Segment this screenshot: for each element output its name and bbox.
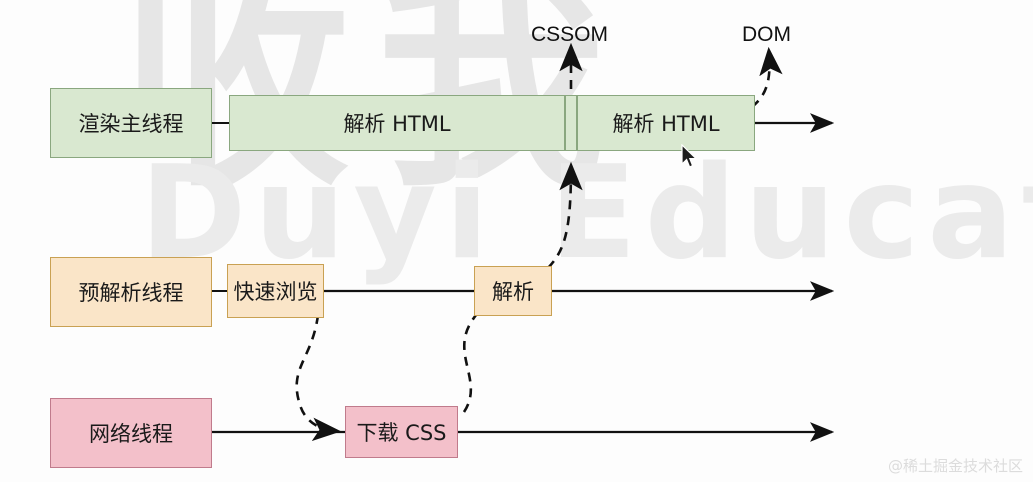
task-parse[interactable]: 解析 <box>474 266 552 316</box>
task-label: 解析 HTML <box>612 112 720 136</box>
task-parse-html-1[interactable]: 解析 HTML <box>229 95 565 151</box>
task-label: 快速浏览 <box>233 280 318 304</box>
lane-label-text: 渲染主线程 <box>78 112 184 136</box>
dashed-arrow-parse-to-main <box>547 161 583 269</box>
task-label: 下载 CSS <box>356 421 447 445</box>
dashed-arrow-download-to-parse <box>462 285 504 413</box>
lane-label-pre-parse-thread[interactable]: 预解析线程 <box>50 257 212 327</box>
lane-label-network-thread[interactable]: 网络线程 <box>50 398 212 468</box>
dashed-arrow-scan-to-download <box>295 314 342 441</box>
task-parse-html-2[interactable]: 解析 HTML <box>577 95 755 151</box>
lane-label-text: 网络线程 <box>89 422 173 446</box>
output-label-cssom: CSSOM <box>531 23 609 46</box>
task-label: 解析 HTML <box>343 112 451 136</box>
task-label: 解析 <box>492 280 534 304</box>
task-parse-html-gap[interactable] <box>565 95 577 151</box>
lane-label-text: 预解析线程 <box>78 281 184 305</box>
task-quick-scan[interactable]: 快速浏览 <box>227 264 324 318</box>
corner-watermark: @稀土掘金技术社区 <box>887 457 1023 475</box>
lane-label-render-main-thread[interactable]: 渲染主线程 <box>50 88 212 158</box>
task-download-css[interactable]: 下载 CSS <box>345 406 458 458</box>
output-label-dom: DOM <box>742 23 791 46</box>
